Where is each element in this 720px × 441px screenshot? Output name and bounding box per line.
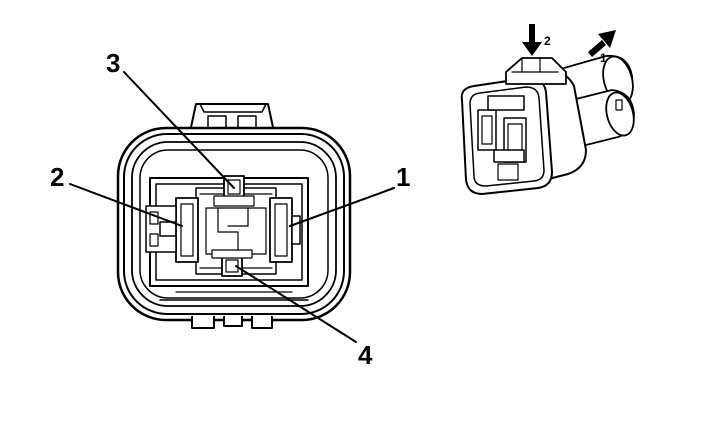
- release-arrow-1: [588, 30, 616, 57]
- connector-front-view: 1 2 3 4: [50, 48, 410, 370]
- terminal-4: [211, 249, 253, 277]
- pin-label-3: 3: [106, 48, 120, 78]
- press-arrow-2: [522, 24, 542, 56]
- housing-inner: [139, 149, 329, 299]
- iso-latch: [505, 57, 567, 85]
- terminal-2: [145, 197, 199, 263]
- pin-label-4: 4: [358, 340, 373, 370]
- pin-label-2: 2: [50, 162, 64, 192]
- leader-line-4: [235, 265, 357, 343]
- press-arrow-label-2: 2: [544, 34, 551, 48]
- leader-line-3: [123, 71, 235, 189]
- iso-cavities: [477, 95, 527, 181]
- connector-iso-view: 2 1: [460, 24, 635, 195]
- leader-line-2: [69, 183, 183, 227]
- leader-line-1: [289, 187, 395, 227]
- housing-rim: [123, 133, 345, 315]
- pin-label-1: 1: [396, 162, 410, 192]
- release-arrow-label-1: 1: [600, 51, 607, 65]
- terminal-1: [269, 197, 301, 263]
- bottom-tabs: [159, 291, 309, 329]
- housing-seal: [131, 141, 337, 307]
